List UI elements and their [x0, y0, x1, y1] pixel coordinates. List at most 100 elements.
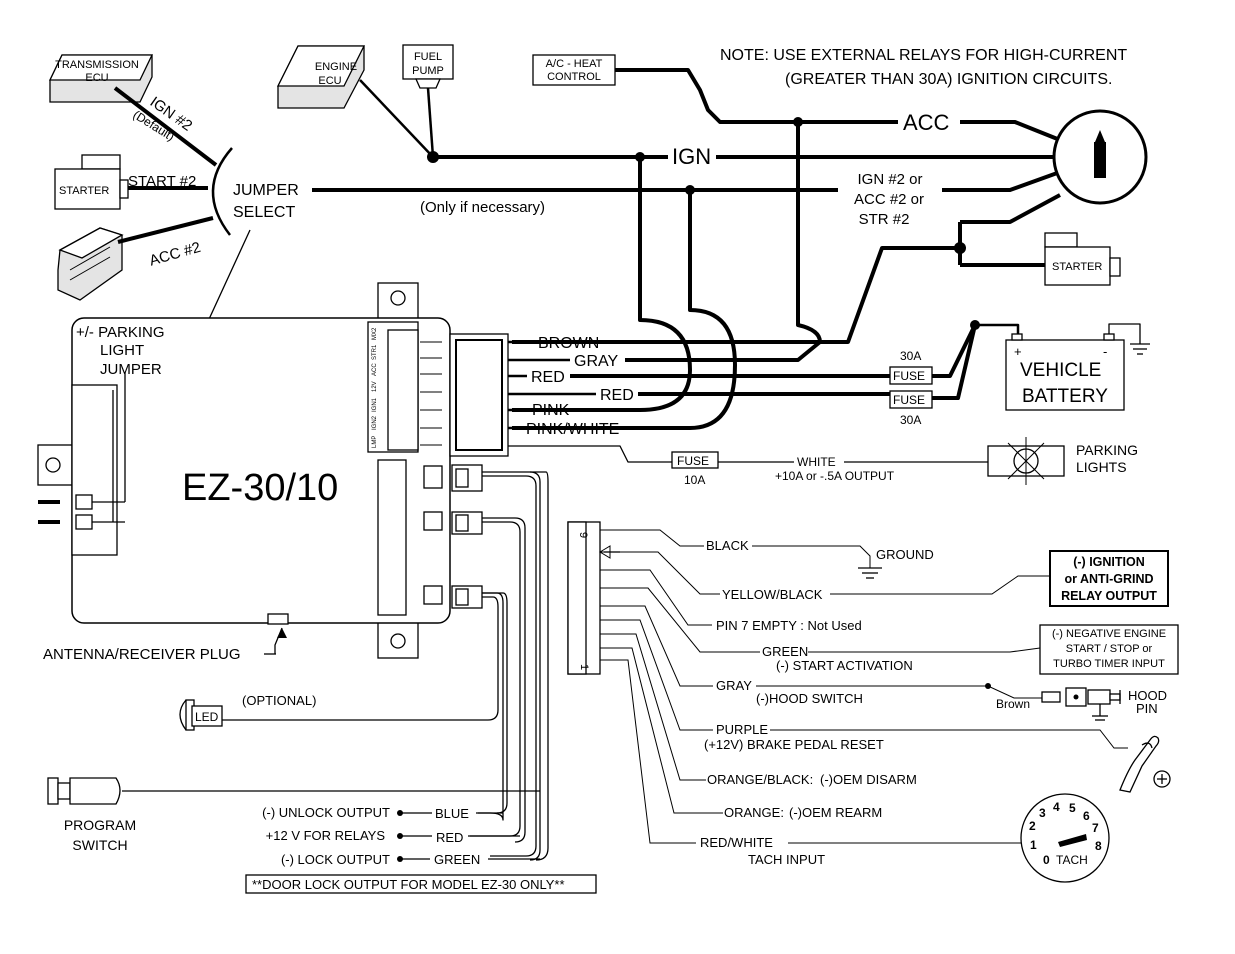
battery-label-2: BATTERY [1022, 386, 1108, 407]
fuse-30a-top-label: FUSE [893, 369, 925, 383]
relays-label: +12 V FOR RELAYS [266, 828, 386, 843]
program-switch-label: PROGRAM [64, 817, 136, 833]
neg-engine-label-3: TURBO TIMER INPUT [1053, 658, 1165, 670]
red-white-wire-label: RED/WHITE [700, 835, 773, 850]
only-if-necessary-label: (Only if necessary) [420, 199, 545, 216]
blue-wire-label: BLUE [435, 806, 469, 821]
engine-ecu-label-2: ECU [318, 75, 341, 87]
program-switch-icon [47, 777, 540, 805]
vehicle-battery: + - VEHICLE BATTERY [1005, 333, 1125, 411]
program-switch-label-2: SWITCH [72, 837, 127, 853]
note-line-2: (GREATER THAN 30A) IGNITION CIRCUITS. [785, 71, 1112, 88]
ac-heat-label-2: CONTROL [547, 71, 601, 83]
fuse-30a-bottom-label: FUSE [893, 393, 925, 407]
acc2-or-label: ACC #2 or [854, 191, 924, 208]
brake-pedal-icon [1119, 735, 1171, 793]
pink-wire-label: PINK [532, 402, 570, 419]
unlock-output-label: (-) UNLOCK OUTPUT [262, 805, 390, 820]
engine-ecu: ENGINE ECU [276, 45, 366, 109]
pin7-label: PIN 7 EMPTY : Not Used [716, 618, 862, 633]
hood-pin-icon [1041, 687, 1121, 721]
ignition-output-label-2: or ANTI-GRIND [1064, 572, 1153, 586]
pin-label-acc: ACC [372, 363, 378, 376]
neg-engine-label: (-) NEGATIVE ENGINE [1052, 628, 1166, 640]
ignition-switch-icon [1052, 109, 1148, 205]
ez-module: EZ-30/10 MX2 STR1 ACC 12V IGN1 IGN2 LMP [37, 282, 451, 659]
ign2-or-label: IGN #2 or [857, 171, 922, 188]
battery-minus: - [1103, 344, 1107, 359]
acc-label: ACC [903, 110, 950, 135]
main-harness-connector [449, 333, 509, 457]
fuse-10a [671, 451, 719, 469]
starter-right-label: STARTER [1052, 261, 1102, 273]
pin-label-ign1: IGN1 [372, 397, 378, 412]
fuse-30a-bottom-rating: 30A [900, 413, 921, 427]
str2-label: STR #2 [859, 211, 910, 228]
tach-8: 8 [1095, 839, 1102, 853]
tach-4: 4 [1053, 800, 1060, 814]
transmission-ecu-label: TRANSMISSION [55, 59, 139, 71]
black-wire-label: BLACK [706, 538, 749, 553]
door-lock-connectors [451, 464, 483, 609]
connector-pin-1: 1 [578, 664, 590, 670]
pin-label-mx2: MX2 [372, 327, 378, 340]
pin-label-str1: STR1 [372, 344, 378, 360]
battery-label: VEHICLE [1020, 360, 1101, 381]
nine-pin-connector: 9 1 [567, 521, 620, 675]
pin-label-12v: 12V [372, 381, 378, 392]
ground-icon-2 [858, 567, 882, 579]
ac-heat-control: A/C - HEAT CONTROL [532, 54, 616, 86]
fuel-pump-label-2: PUMP [412, 65, 444, 77]
led-label: LED [195, 710, 219, 724]
orange-black-wire-label: ORANGE/BLACK: [707, 772, 813, 787]
parking-lights-label: PARKING [1076, 442, 1138, 458]
starter-right: STARTER [1044, 232, 1121, 286]
ac-heat-label: A/C - HEAT [546, 58, 603, 70]
brake-reset-label: (+12V) BRAKE PEDAL RESET [704, 737, 884, 752]
orange-wire-label: ORANGE: [724, 805, 784, 820]
jumper-select-label: JUMPER [233, 182, 299, 199]
parking-jumper-label-2: LIGHT [100, 342, 144, 359]
green-harness-label: GREEN [762, 644, 808, 659]
pin-label-ign2: IGN2 [372, 415, 378, 430]
neg-engine-label-2: START / STOP or [1066, 643, 1153, 655]
parking-lights-label-2: LIGHTS [1076, 459, 1127, 475]
tach-1: 1 [1030, 838, 1037, 852]
oem-disarm-label: (-)OEM DISARM [820, 772, 917, 787]
red-wire-2-label: RED [600, 387, 634, 404]
ignition-output-label: (-) IGNITION [1073, 555, 1145, 569]
fuel-pump: FUEL PUMP [402, 44, 454, 89]
tachometer-icon: 0 1 2 3 4 5 6 7 8 TACH [1020, 793, 1110, 883]
connector-pin-9: 9 [577, 532, 589, 538]
starter-left-label: STARTER [59, 185, 109, 197]
parking-jumper-label-3: JUMPER [100, 361, 162, 378]
start-activation-label: (-) START ACTIVATION [776, 658, 913, 673]
jumper-select-label-2: SELECT [233, 204, 295, 221]
ign-label: IGN [672, 144, 711, 169]
parking-lights-icon [987, 437, 1065, 485]
white-output-label: +10A or -.5A OUTPUT [775, 469, 895, 483]
transmission-ecu: TRANSMISSION ECU [48, 54, 154, 103]
ignition-output-label-3: RELAY OUTPUT [1061, 589, 1157, 603]
hood-pin-label: HOOD [1128, 688, 1167, 703]
fuel-pump-label: FUEL [414, 51, 442, 63]
brown-wire-label: BROWN [538, 335, 599, 352]
start2-label: START #2 [128, 173, 196, 190]
fuse-10a-label: FUSE [677, 454, 709, 468]
ground-label: GROUND [876, 547, 934, 562]
pink-white-wire-label: PINK/WHITE [526, 421, 619, 438]
tach-0: 0 [1043, 853, 1050, 867]
tach-3: 3 [1039, 806, 1046, 820]
gray-harness-label: GRAY [716, 678, 752, 693]
oem-rearm-label: (-)OEM REARM [789, 805, 882, 820]
white-wire-label: WHITE [797, 455, 836, 469]
purple-wire-label: PURPLE [716, 722, 768, 737]
acc2-label: ACC #2 [147, 239, 202, 270]
lock-output-label: (-) LOCK OUTPUT [281, 852, 390, 867]
transmission-ecu-label-2: ECU [85, 72, 108, 84]
red-wire-1-label: RED [531, 369, 565, 386]
note: NOTE: USE EXTERNAL RELAYS FOR HIGH-CURRE… [720, 47, 1127, 88]
green-wire-label: GREEN [434, 852, 480, 867]
tach-6: 6 [1083, 809, 1090, 823]
fuse-10a-rating: 10A [684, 473, 705, 487]
